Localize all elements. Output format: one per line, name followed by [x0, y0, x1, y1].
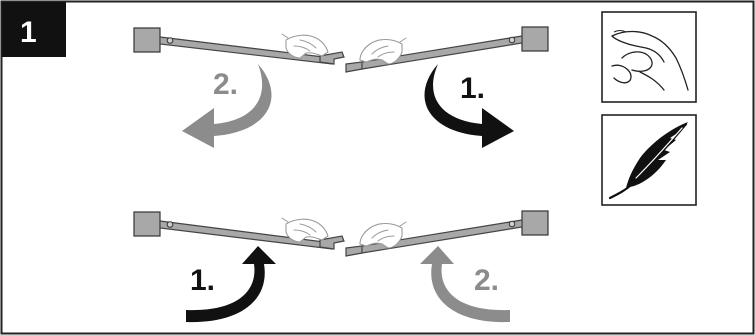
- top-right-end-block: [521, 26, 549, 52]
- bottom-right-arrow-shape: [420, 246, 510, 323]
- top-left-pin: [166, 37, 174, 44]
- top-right-arrow-label: 1.: [460, 72, 485, 105]
- step-badge-number: 1: [20, 16, 37, 49]
- bottom-left-end-block: [133, 211, 161, 237]
- bottom-right-arrow: 2.: [420, 246, 510, 323]
- top-left-arrow-shape: [182, 64, 272, 148]
- bottom-left-hand-icon: [281, 217, 329, 243]
- top-left-end-block: [133, 27, 161, 53]
- top-right-joint: [345, 61, 363, 73]
- bottom-left-joint: [319, 235, 345, 250]
- top-right-arrow: 1.: [424, 64, 514, 148]
- bottom-left-arrow: 1.: [186, 246, 276, 323]
- bottom-left-arrow-shape: [186, 246, 276, 323]
- bottom-right-hand-icon: [359, 221, 407, 249]
- feather-icon: [601, 114, 697, 206]
- bottom-assembly: 1. 2.: [133, 210, 549, 323]
- light-touch-hand-icon: [601, 11, 697, 103]
- bottom-right-arrow-label: 2.: [474, 264, 499, 297]
- top-assembly: 2. 1.: [133, 26, 549, 148]
- top-right-pin: [508, 36, 516, 44]
- top-left-arrow-label: 2.: [213, 68, 238, 101]
- top-left-joint: [319, 51, 345, 65]
- top-left-arrow: 2.: [182, 64, 272, 148]
- bottom-right-joint: [345, 245, 363, 257]
- top-left-hand-icon: [281, 33, 329, 59]
- bottom-right-end-block: [521, 210, 549, 236]
- bottom-left-arrow-label: 1.: [190, 264, 215, 297]
- step-badge: 1: [2, 2, 66, 57]
- top-right-arrow-shape: [424, 64, 514, 148]
- top-right-hand-icon: [359, 37, 407, 65]
- bottom-right-pin: [508, 220, 516, 228]
- bottom-left-pin: [166, 221, 174, 228]
